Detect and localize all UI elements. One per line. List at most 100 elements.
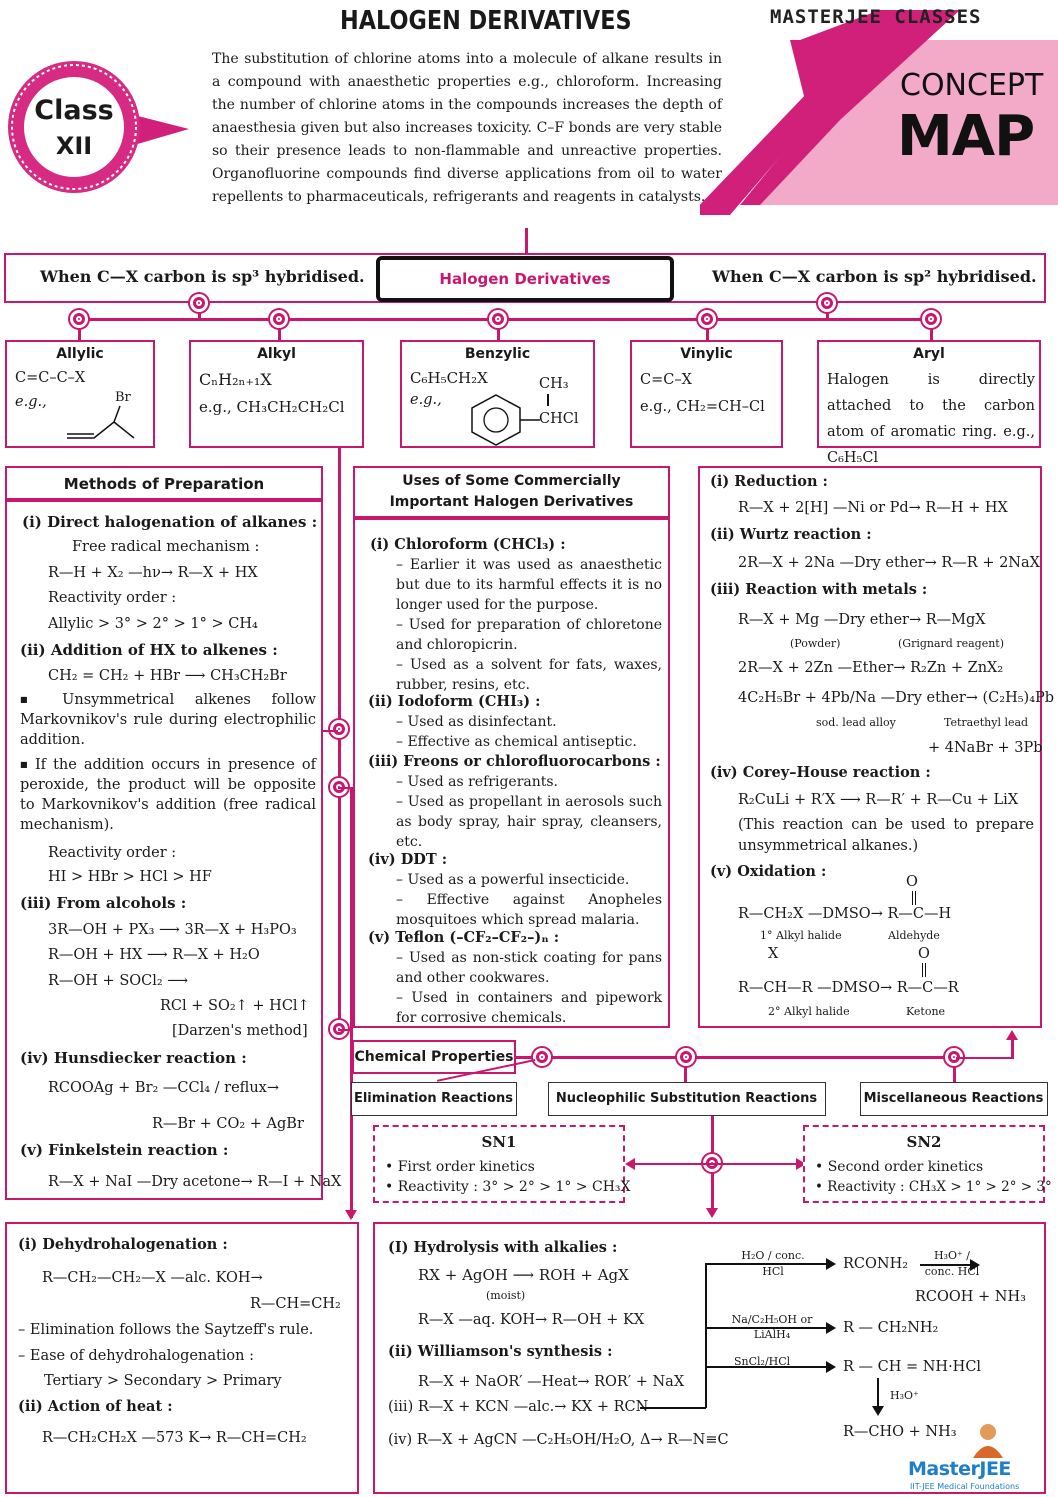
misc-line: X [768,944,778,964]
type-alkyl: Alkyl CₙH₂ₙ₊₁X e.g., CH₃CH₂CH₂Cl [189,340,364,448]
methods-line: [Darzen's method] [172,1021,308,1041]
methods-line: R—X + NaI —Dry acetone→ R—I + NaX [48,1172,341,1192]
masterjee-logo: MasterJEE IIT-JEE Medical Foundations [908,1420,1058,1497]
sn2-box: SN2 Second order kinetics Reactivity : C… [803,1125,1045,1203]
nucleophilic-title: Nucleophilic Substitution Reactions [549,1091,824,1106]
vinylic-title: Vinylic [632,346,781,362]
misc-line: sod. lead alloy [816,713,896,733]
nuc-line: RX + AgOH ⟶ ROH + AgX [418,1265,629,1285]
type-aryl: Aryl Halogen is directly attached to the… [817,340,1041,448]
misc-iii: (iii) Reaction with metals : [710,580,927,600]
allylic-formula: C=C–C–X [15,368,85,388]
uses-item: Used as a powerful insecticide. [396,870,662,890]
uses-item: Used as a solvent for fats, waxes, rubbe… [396,655,662,695]
methods-line: R—H + X₂ —hν→ R—X + HX [48,563,258,583]
uses-item: Used as refrigerants. [396,772,662,792]
methods-line: 3R—OH + PX₃ ⟶ 3R—X + H₃PO₃ [48,920,297,940]
methods-line: HI > HBr > HCl > HF [48,867,212,887]
methods-bullet: If the addition occurs in presence of pe… [20,755,316,835]
methods-title-box: Methods of Preparation [5,466,323,500]
type-allylic: Allylic C=C–C–X e.g., Br [5,340,155,448]
elimination-title: Elimination Reactions [352,1091,515,1106]
nuc-line: R—X —aq. KOH→ R—OH + KX [418,1310,644,1330]
allylic-structure [62,404,142,444]
misc-line: 2R—X + 2Na —Dry ether→ R—R + 2NaX [738,553,1040,573]
methods-line: Reactivity order : [48,588,176,608]
sn2-kinetics: Second order kinetics [815,1157,983,1177]
misc-line: R—CH—R —DMSO→ R—C—R [738,978,959,998]
uses-item: Used in containers and pipework for corr… [396,988,662,1028]
nuc-line: H₃O⁺ [890,1386,919,1406]
allylic-title: Allylic [7,346,153,362]
miscellaneous-title: Miscellaneous Reactions [861,1091,1046,1106]
misc-line: 2R—X + 2Zn —Ether→ R₂Zn + ZnX₂ [738,658,1003,678]
benzylic-title: Benzylic [402,346,593,362]
nuc-line: RCONH₂ [843,1254,908,1274]
uses-item: Used as non-stick coating for pans and o… [396,948,662,988]
allylic-eg: e.g., [15,392,47,412]
aryl-title: Aryl [819,346,1039,362]
sn1-box: SN1 First order kinetics Reactivity : 3°… [373,1125,625,1203]
methods-line: CH₂ = CH₂ + HBr ⟶ CH₃CH₂Br [48,666,287,686]
nuc-line: R — CH = NH·HCl [843,1357,981,1377]
sp3-label: When C—X carbon is sp³ hybridised. [40,267,365,287]
alkyl-title: Alkyl [191,346,362,362]
methods-line: Reactivity order : [48,843,176,863]
nuc-line: Na/C₂H₅OH or LiAlH₄ [724,1312,820,1342]
methods-iii: (iii) From alcohols : [20,893,186,913]
logo-figure-icon [963,1420,1013,1460]
uses-item: Used for preparation of chloretone and c… [396,615,662,655]
nuc-line: (moist) [486,1286,525,1306]
misc-line: (This reaction can be used to prepare un… [738,815,1034,857]
page-title: HALOGEN DERIVATIVES [340,6,632,36]
methods-iv: (iv) Hunsdiecker reaction : [20,1048,247,1068]
misc-line: Aldehyde [888,926,940,946]
benzylic-chcl: CHCl [539,409,578,429]
misc-line: R₂CuLi + R′X ⟶ R—R′ + R—Cu + LiX [738,790,1018,810]
concept-map-banner: MASTERJEE CLASSES CONCEPT MAP [700,0,1058,230]
misc-line: R—X + Mg —Dry ether→ R—MgX [738,610,986,630]
misc-line: + 4NaBr + 3Pb [928,738,1043,758]
alkyl-formula: CₙH₂ₙ₊₁X [199,370,272,390]
methods-i: (i) Direct halogenation of alkanes : [22,512,317,532]
uses-item: Effective against Anopheles mosquitoes w… [396,890,662,930]
nuc-line: (iii) R—X + KCN —alc.→ KX + RCN [388,1397,648,1417]
uses-item: Earlier it was used as anaesthetic but d… [396,555,662,615]
sp2-label: When C—X carbon is sp² hybridised. [712,267,1037,287]
elim-i: (i) Dehydrohalogenation : [18,1235,228,1255]
nuc-line: (iv) R—X + AgCN —C₂H₅OH/H₂O, Δ→ R—N≡C [388,1430,729,1450]
miscellaneous-box: Miscellaneous Reactions [860,1082,1048,1116]
sn2-reactivity: Reactivity : CH₃X > 1° > 2° > 3° [815,1177,1052,1197]
methods-v: (v) Finkelstein reaction : [20,1140,228,1160]
misc-iv: (iv) Corey–House reaction : [710,763,931,783]
misc-line: 1° Alkyl halide [760,926,842,946]
uses-item: Used as propellant in aerosols such as b… [396,792,662,852]
misc-line: O [906,872,918,892]
methods-line: Allylic > 3° > 2° > 1° > CH₄ [48,614,258,634]
uses-i: (i) Chloroform (CHCl₃) : [370,535,566,555]
vinylic-formula: C=C–X [640,370,692,390]
misc-line: R—X + 2[H] —Ni or Pd→ R—H + HX [738,498,1008,518]
logo-tagline: IIT-JEE Medical Foundations [910,1482,1019,1491]
chem-props-title: Chemical Properties [354,1049,514,1065]
methods-line: RCl + SO₂↑ + HCl↑ [160,996,310,1016]
methods-line: Free radical mechanism : [72,537,259,557]
class-badge-shape [4,57,189,197]
uses-v: (v) Teflon (–CF₂–CF₂–)ₙ : [368,928,559,948]
nuc-i: (I) Hydrolysis with alkalies : [388,1238,617,1258]
misc-line: R—CH₂X —DMSO→ R—C—H [738,904,951,924]
nuc-line: R — CH₂NH₂ [843,1318,938,1338]
logo-text: MasterJEE [908,1458,1011,1480]
nuc-line: SnCl₂/HCl [734,1352,790,1372]
misc-ii: (ii) Wurtz reaction : [710,525,872,545]
uses-iv: (iv) DDT : [368,850,447,870]
type-benzylic: Benzylic C₆H₅CH₂X e.g., CH₃ CHCl [400,340,595,448]
uses-title-2: Important Halogen Derivatives [355,494,668,510]
elim-line: Ease of dehydrohalogenation : [18,1346,254,1366]
misc-line: (Grignard reagent) [898,634,1004,654]
uses-title-box: Uses of Some Commercially Important Halo… [353,466,670,518]
benzylic-ch3: CH₃ [539,374,569,394]
misc-line: Tetraethyl lead [944,713,1028,733]
class-badge: Class XII [4,57,189,197]
vinylic-example: e.g., CH₂=CH–Cl [640,397,765,417]
